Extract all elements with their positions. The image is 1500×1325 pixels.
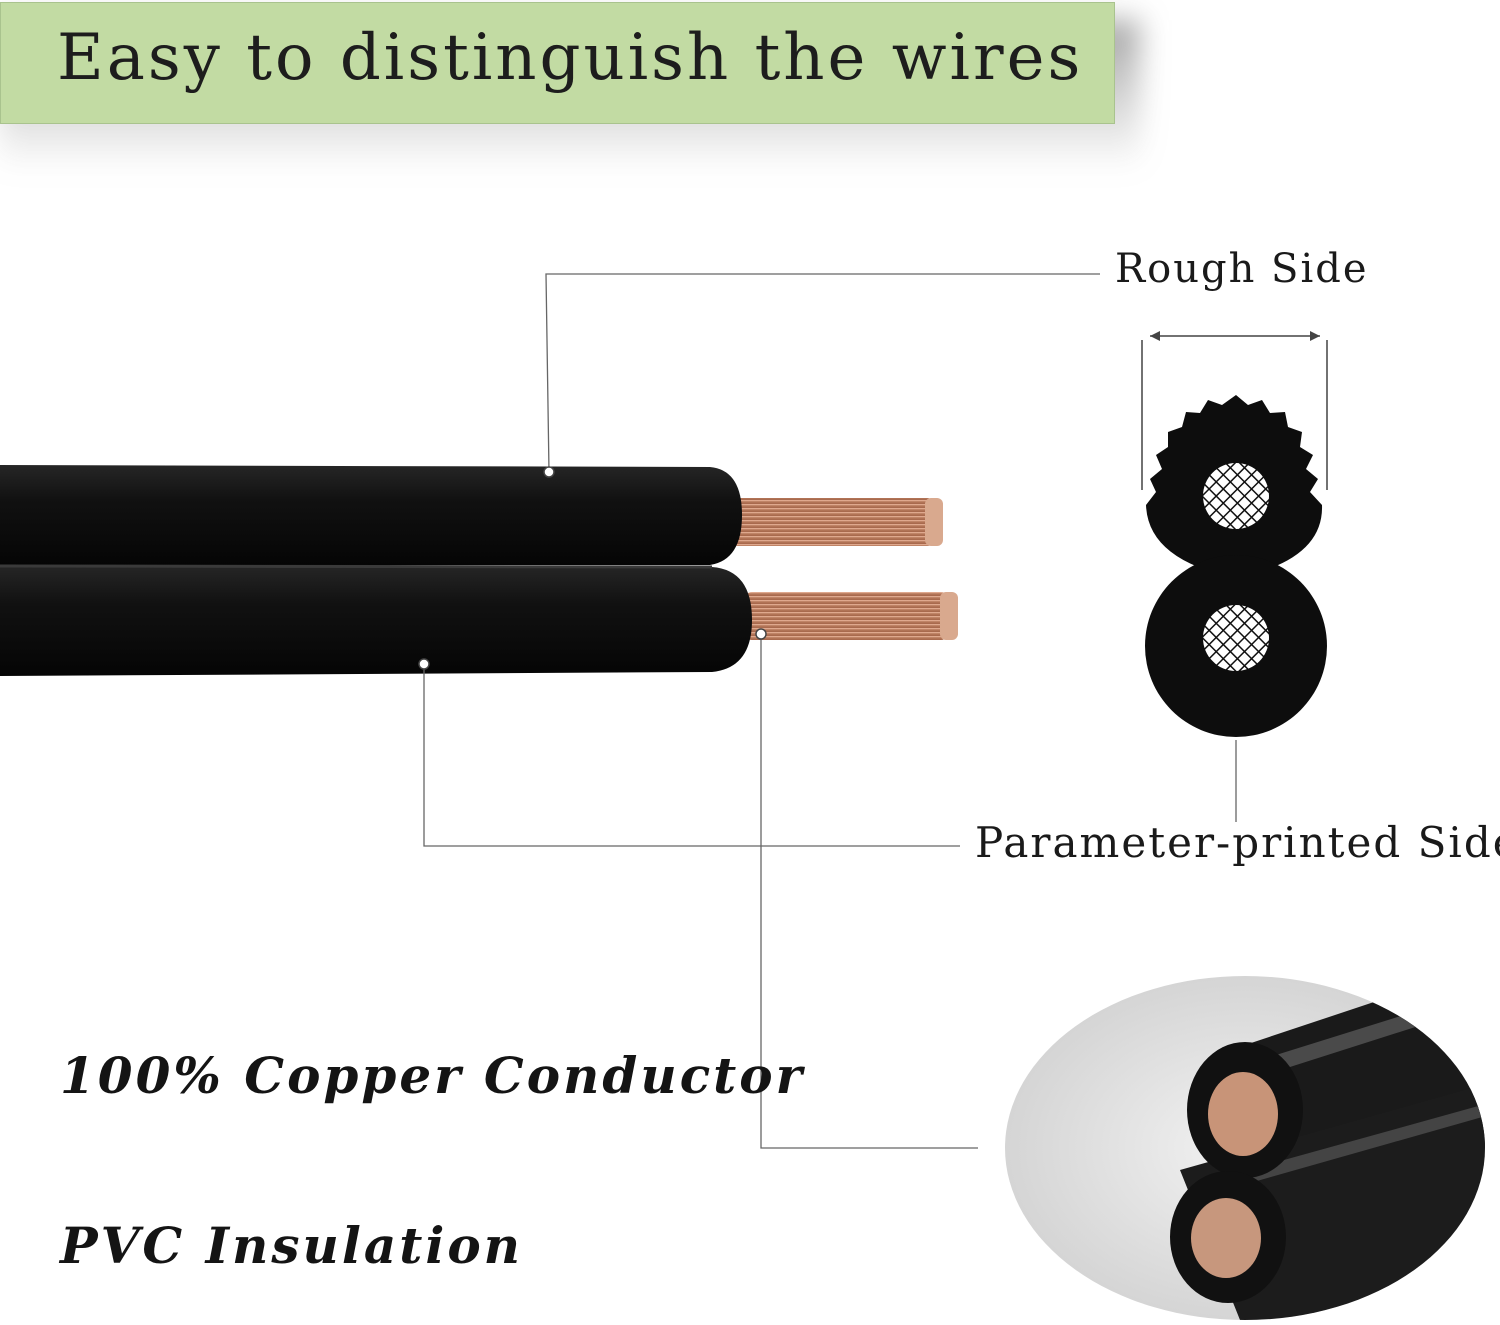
feature-copper-conductor: 100% Copper Conductor bbox=[60, 1046, 805, 1105]
printed-side-core bbox=[1203, 605, 1269, 671]
marker-dot bbox=[543, 466, 555, 478]
cable-photo-inset bbox=[1005, 976, 1485, 1320]
cross-section bbox=[1141, 331, 1328, 737]
wire-bottom bbox=[0, 564, 752, 676]
copper-conductor-bottom bbox=[744, 592, 958, 640]
parameter-side-label: Parameter-printed Side bbox=[975, 818, 1500, 867]
wire-top bbox=[0, 465, 742, 565]
marker-dot bbox=[418, 658, 430, 670]
copper-conductor-top bbox=[730, 498, 943, 546]
leader-lines bbox=[423, 273, 1237, 1149]
rough-side-label: Rough Side bbox=[1115, 246, 1369, 292]
page-title: Easy to distinguish the wires bbox=[57, 21, 1084, 95]
marker-dot bbox=[755, 628, 767, 640]
rough-side-core bbox=[1203, 463, 1269, 529]
title-banner: Easy to distinguish the wires bbox=[0, 2, 1115, 124]
feature-pvc-insulation: PVC Insulation bbox=[60, 1216, 524, 1275]
